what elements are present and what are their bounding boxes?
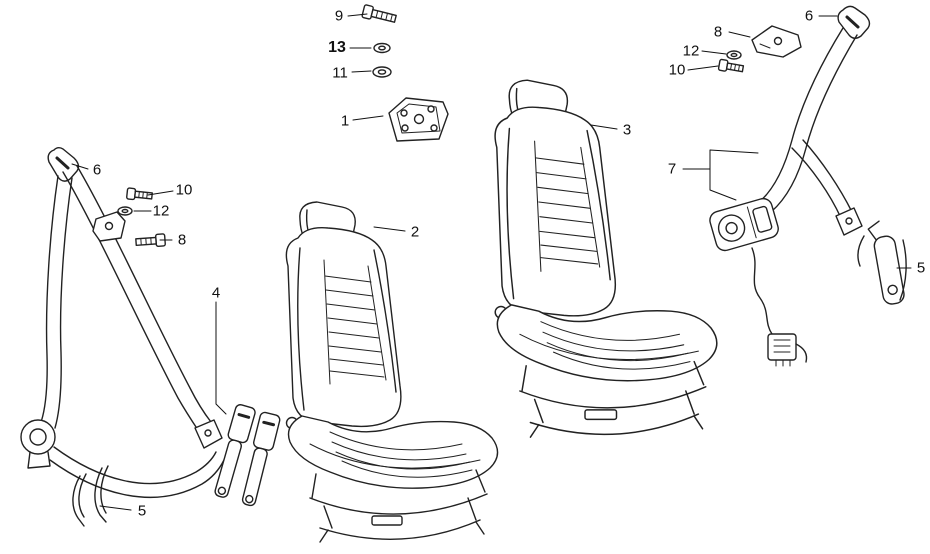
callout-part-2: 2 — [410, 223, 420, 241]
callout-part-12-left: 12 — [152, 202, 170, 220]
flat-washer-icon-11 — [372, 66, 392, 78]
bolt-icon-9 — [361, 4, 397, 23]
spring-washer-icon-13 — [373, 42, 391, 54]
callout-part-6-left: 6 — [92, 161, 102, 179]
callout-part-6-right: 6 — [804, 7, 814, 25]
buckle-connector-right — [767, 333, 808, 367]
bolt-icon-10-right — [717, 58, 745, 73]
anchor-plate-illustration-1 — [388, 97, 449, 142]
callout-part-9: 9 — [334, 7, 344, 25]
callout-part-3: 3 — [622, 121, 632, 139]
callout-part-13: 13 — [328, 39, 346, 56]
belt-bracket-8-right — [751, 25, 802, 58]
bolt-icon-8-left — [135, 233, 166, 247]
callout-leader-lines — [71, 13, 912, 511]
callout-part-12-right: 12 — [682, 42, 700, 60]
front-seatbelt-assembly-right — [709, 5, 907, 367]
belt-bracket-left — [92, 211, 126, 242]
callout-part-5-left: 5 — [137, 502, 147, 520]
retractor-right — [709, 197, 779, 252]
anchor-hooks-5-left — [72, 465, 109, 527]
washer-icon-12-right — [726, 50, 742, 60]
seat-3-illustration — [494, 79, 718, 438]
buckle-pair-4 — [214, 404, 281, 507]
callout-part-10-left: 10 — [175, 181, 193, 199]
front-seatbelt-assembly-left — [20, 147, 281, 527]
callout-part-8-right: 8 — [713, 23, 723, 41]
retractor-left — [20, 419, 56, 469]
callout-part-8-left: 8 — [177, 231, 187, 249]
bolt-icon-10-left — [126, 187, 153, 201]
callout-part-4: 4 — [211, 284, 221, 302]
seat-2-illustration — [285, 201, 499, 543]
callout-part-11: 11 — [332, 64, 348, 82]
callout-part-7: 7 — [667, 160, 677, 178]
callout-part-1: 1 — [340, 112, 350, 130]
callout-part-10-right: 10 — [668, 61, 686, 79]
washer-icon-12-left — [117, 206, 133, 216]
anchor-strap-5-right — [857, 220, 907, 305]
callout-part-5-right: 5 — [916, 259, 926, 277]
